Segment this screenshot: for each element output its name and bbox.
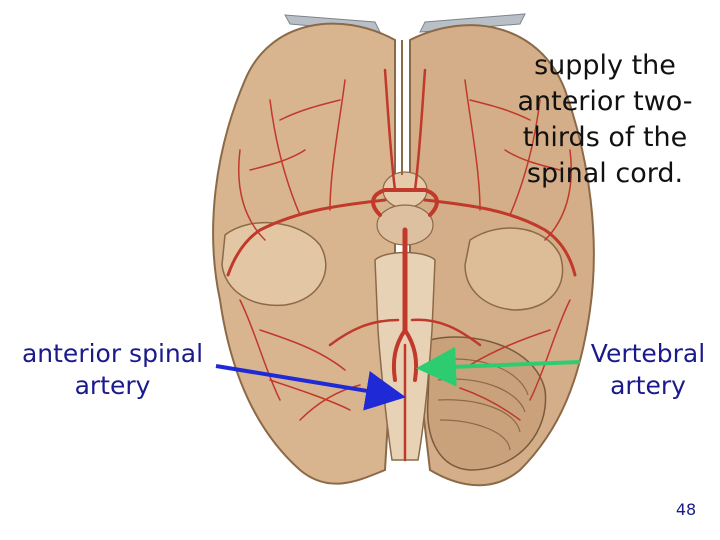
vertebral-artery-label: Vertebral artery bbox=[590, 339, 706, 400]
anterior-spinal-artery-arrow bbox=[215, 364, 406, 411]
caption-text: supply the anterior two-thirds of the sp… bbox=[517, 50, 693, 189]
arteries bbox=[226, 68, 577, 462]
anterior-spinal-artery-label: anterior spinal artery bbox=[21, 339, 204, 400]
page-number: 48 bbox=[675, 500, 697, 519]
vertebral-artery-arrow bbox=[416, 346, 581, 387]
